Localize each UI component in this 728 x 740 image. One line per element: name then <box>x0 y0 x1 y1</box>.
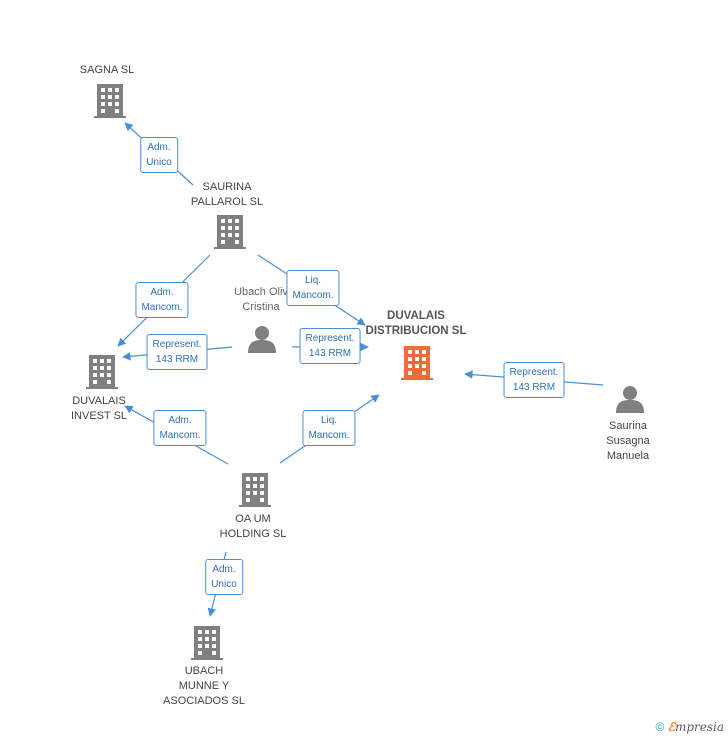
label-line: OA UM <box>235 513 271 525</box>
label-line: INVEST SL <box>70 410 128 422</box>
node-label-ubach-cristina[interactable]: Ubach Oliv Cristina <box>234 285 288 315</box>
logo-text: mpresia <box>674 720 724 734</box>
edge-label-line: Adm. <box>147 142 171 153</box>
edge-label-line: Mancom. <box>292 290 334 301</box>
edge-label-line: Liq. <box>320 415 338 426</box>
label-line: ASOCIADOS SL <box>163 695 245 707</box>
edge-label-line: Mancom. <box>159 430 201 441</box>
edge-label-line: 143 RRM <box>512 382 556 393</box>
person-icon-ubach-cristina[interactable] <box>248 326 276 353</box>
edge-label-e8[interactable]: Liq. Mancom. <box>302 410 356 446</box>
label-line: PALLAROL SL <box>190 196 264 208</box>
label-line: DUVALAIS <box>72 395 126 407</box>
node-label-saurina-pallarol[interactable]: SAURINA PALLAROL SL <box>191 180 263 210</box>
label-line: DUVALAIS <box>387 310 445 322</box>
label-line: SAURINA <box>202 181 252 193</box>
building-icon-saurina-pallarol[interactable] <box>214 215 246 249</box>
edge-label-e1[interactable]: Adm. Unico <box>140 137 178 173</box>
edge-label-e6[interactable]: Represent. 143 RRM <box>503 362 565 398</box>
empresia-logo: ℰmpresia <box>668 720 724 734</box>
building-icon-oa-um[interactable] <box>239 473 271 507</box>
node-label-sagna[interactable]: SAGNA SL <box>80 63 134 78</box>
label-line: Cristina <box>242 301 280 313</box>
edge-label-line: Unico <box>211 579 237 590</box>
edge-label-e4[interactable]: Represent. 143 RRM <box>146 334 208 370</box>
label-line: Ubach Oliv <box>234 286 288 298</box>
label-line: Saurina <box>609 420 647 432</box>
building-icon-ubach-munne[interactable] <box>191 626 223 660</box>
copyright-footer[interactable]: © ℰmpresia <box>655 720 724 734</box>
edge-label-line: Liq. <box>304 275 322 286</box>
edge-label-line: Adm. <box>150 287 174 298</box>
edge-label-line: Adm. <box>212 564 236 575</box>
person-icon-saurina-susagna[interactable] <box>616 386 644 413</box>
node-label-ubach-munne[interactable]: UBACH MUNNE Y ASOCIADOS SL <box>163 664 245 709</box>
label-line: Manuela <box>606 450 650 462</box>
copyright-icon: © <box>655 720 665 734</box>
label-line: UBACH <box>184 665 224 677</box>
edge-label-line: Unico <box>146 157 172 168</box>
edge-label-line: 143 RRM <box>308 348 352 359</box>
edge-label-line: Represent. <box>509 367 559 378</box>
edge-label-e7[interactable]: Adm. Mancom. <box>153 410 207 446</box>
edge-label-line: Adm. <box>168 415 192 426</box>
edge-label-line: Represent. <box>152 339 202 350</box>
label-line: SAGNA SL <box>79 64 135 76</box>
edge-label-e2[interactable]: Adm. Mancom. <box>135 282 189 318</box>
node-label-saurina-susagna[interactable]: Saurina Susagna Manuela <box>606 419 649 464</box>
node-label-duvalais-invest[interactable]: DUVALAIS INVEST SL <box>71 394 127 424</box>
edge-label-line: Represent. <box>305 333 355 344</box>
logo-initial: ℰ <box>667 720 675 734</box>
edge-label-line: Mancom. <box>141 302 183 313</box>
building-icon-sagna[interactable] <box>94 84 126 118</box>
edge-label-e3[interactable]: Liq. Mancom. <box>286 270 340 306</box>
building-icon-duvalais-distribucion[interactable] <box>401 346 433 380</box>
edge-label-e5[interactable]: Represent. 143 RRM <box>299 328 361 364</box>
label-line: MUNNE Y <box>178 680 230 692</box>
node-label-duvalais-distribucion[interactable]: DUVALAIS DISTRIBUCION SL <box>366 309 467 339</box>
label-line: Susagna <box>606 435 650 447</box>
node-label-oa-um[interactable]: OA UM HOLDING SL <box>220 512 287 542</box>
edge-label-line: 143 RRM <box>155 354 199 365</box>
label-line: DISTRIBUCION SL <box>365 325 467 337</box>
building-icon-duvalais-invest[interactable] <box>86 355 118 389</box>
edge-label-e9[interactable]: Adm. Unico <box>205 559 243 595</box>
edge-label-line: Mancom. <box>308 430 350 441</box>
label-line: HOLDING SL <box>219 528 287 540</box>
